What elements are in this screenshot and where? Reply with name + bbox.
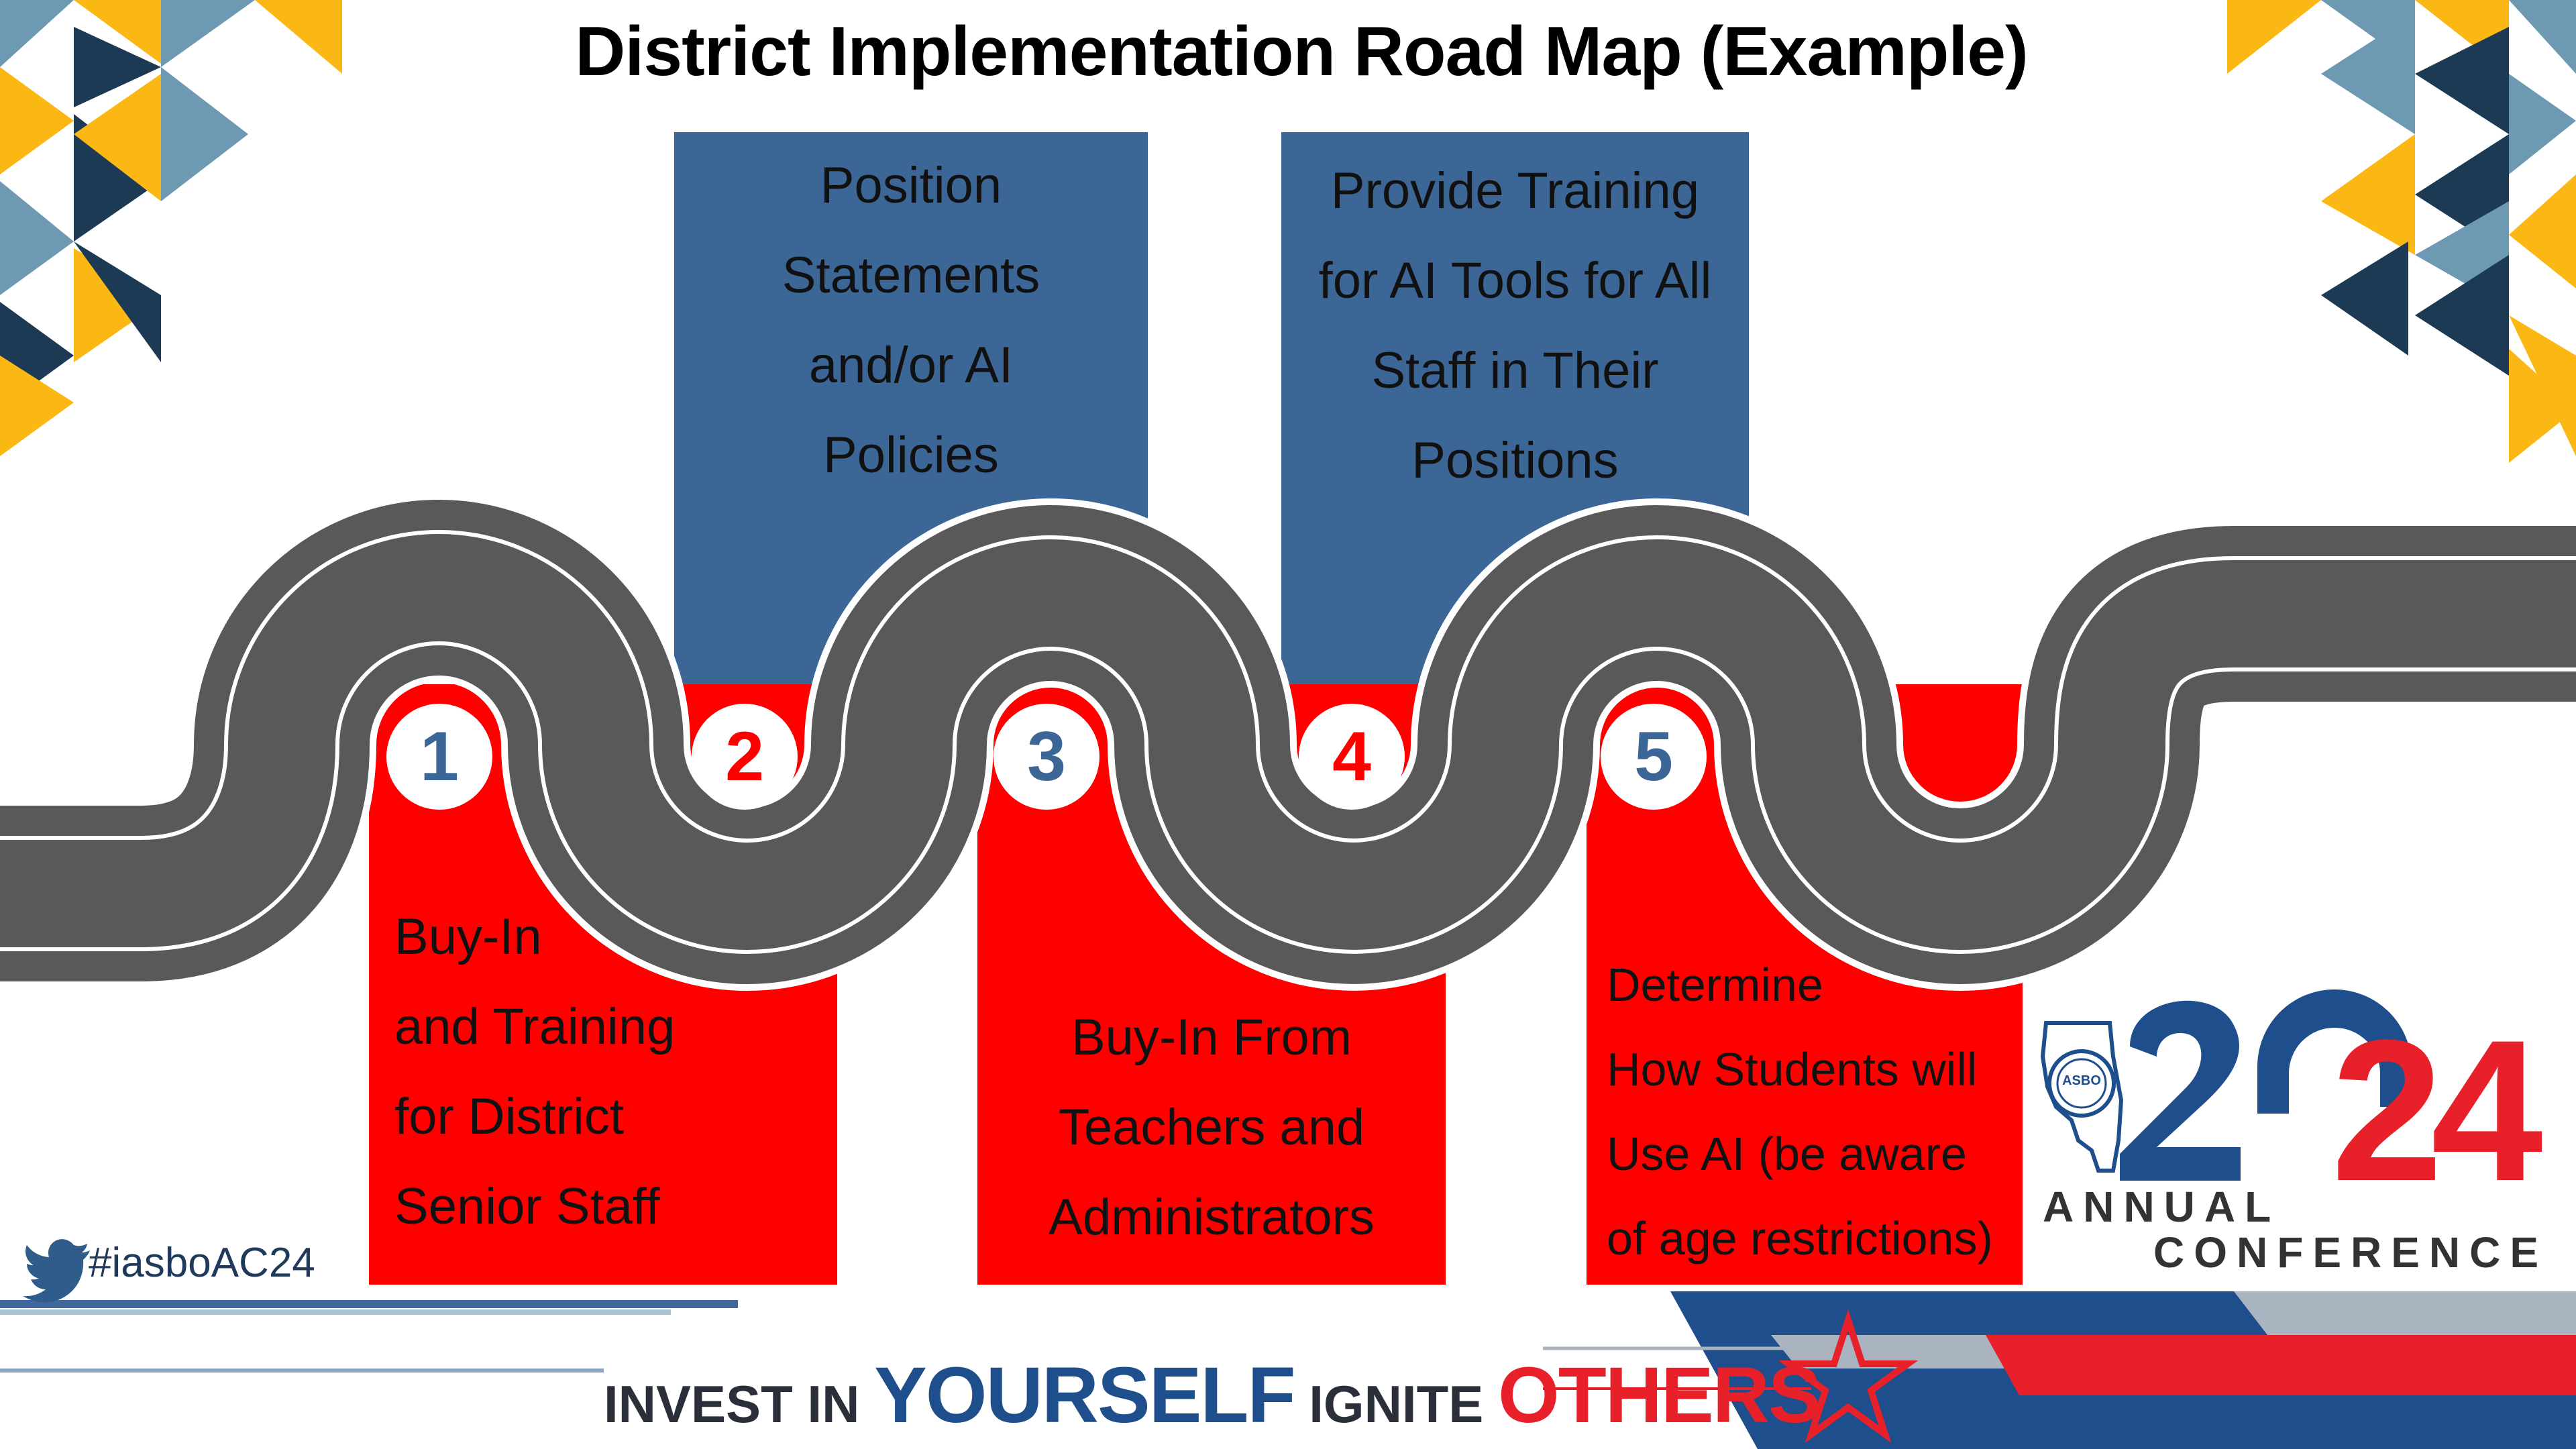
- step-5-line-1: Determine: [1607, 959, 1823, 1011]
- tagline-invest-in: INVEST IN: [604, 1375, 875, 1434]
- step-4-line-3: Staff in Their: [1371, 342, 1659, 399]
- logo-year-right: 24: [2331, 998, 2543, 1223]
- step-1-number: 1: [420, 718, 459, 796]
- step-2-line-1: Position: [820, 157, 1002, 214]
- logo-year: [2120, 989, 2412, 1181]
- step-3-text: Buy-In From Teachers and Administrators: [977, 993, 1446, 1263]
- step-1-line-4: Senior Staff: [394, 1178, 660, 1235]
- step-1-line-1: Buy-In: [394, 908, 542, 965]
- decor-triangles-left: [0, 0, 342, 456]
- step-2-line-3: and/or AI: [808, 337, 1014, 394]
- twitter-bird-icon: [23, 1239, 90, 1303]
- step-1-line-2: and Training: [394, 998, 676, 1055]
- logo-conference: CONFERENCE: [2153, 1228, 2548, 1277]
- step-5-text: Determine How Students will Use AI (be a…: [1607, 943, 2036, 1281]
- step-5-line-2: How Students will: [1607, 1043, 1978, 1095]
- step-1-text: Buy-In and Training for District Senior …: [394, 892, 743, 1252]
- page-title: District Implementation Road Map (Exampl…: [575, 13, 2028, 91]
- road: [0, 493, 2576, 991]
- step-5-line-4: of age restrictions): [1607, 1212, 1993, 1265]
- decor-triangles-right: [2227, 0, 2576, 463]
- badge-circle-5: [1601, 704, 1707, 810]
- step-4-line-4: Positions: [1411, 432, 1619, 489]
- step-2-line-2: Statements: [782, 247, 1040, 304]
- tagline-ignite: IGNITE: [1294, 1375, 1498, 1434]
- step-5-line-3: Use AI (be aware: [1607, 1128, 1967, 1180]
- footer-stripes: [0, 1291, 2576, 1449]
- illinois-state-icon: [2040, 1021, 2124, 1173]
- step-3-line-1: Buy-In From: [1071, 1009, 1352, 1066]
- step-5-number: 5: [1634, 718, 1673, 796]
- step-1-line-3: for District: [394, 1088, 624, 1145]
- tagline: INVEST IN YOURSELF IGNITE OTHERS: [604, 1350, 1821, 1441]
- logo-annual: ANNUAL: [2043, 1183, 2281, 1231]
- badge-circle-4: [1299, 704, 1405, 810]
- step-2-line-4: Policies: [823, 427, 999, 484]
- tagline-yourself: YOURSELF: [874, 1351, 1295, 1440]
- tagline-others: OTHERS: [1497, 1351, 1821, 1440]
- step-3-line-3: Administrators: [1049, 1189, 1375, 1246]
- logo-seal-text: ASBO: [2062, 1073, 2101, 1088]
- step-2-text: Position Statements and/or AI Policies: [674, 141, 1148, 500]
- step-3-number: 3: [1027, 718, 1066, 796]
- step-4-line-2: for AI Tools for All: [1318, 252, 1712, 309]
- hashtag: #iasboAC24: [89, 1240, 315, 1286]
- step-4-line-1: Provide Training: [1330, 162, 1700, 219]
- step-4-text: Provide Training for AI Tools for All St…: [1281, 146, 1749, 506]
- badge-circle-1: [386, 704, 492, 810]
- step-2-number: 2: [725, 718, 764, 796]
- star-icon: [1543, 1309, 1919, 1444]
- step-3-line-2: Teachers and: [1058, 1099, 1365, 1156]
- step-4-number: 4: [1332, 718, 1371, 796]
- badge-circle-2: [692, 704, 798, 810]
- badge-circle-3: [994, 704, 1099, 810]
